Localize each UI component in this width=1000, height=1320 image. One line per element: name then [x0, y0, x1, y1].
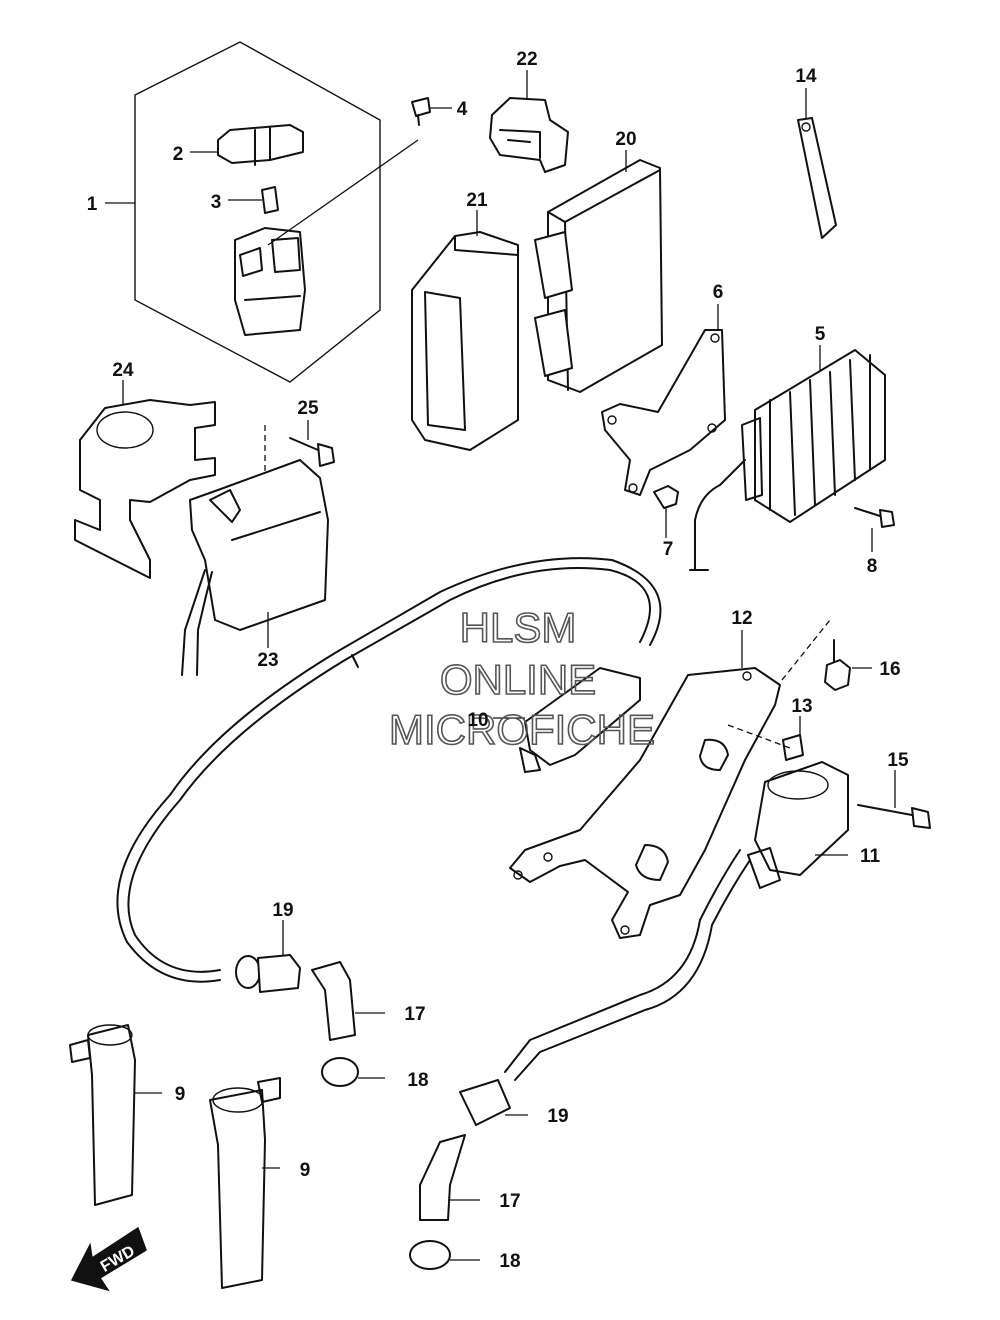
part-21-cover: [411, 210, 519, 451]
fwd-direction-arrow: FWD: [70, 1226, 147, 1292]
part-11-ignition-coil: [504, 761, 849, 1081]
part-7-bolt: [653, 485, 679, 538]
watermark-line3: MICROFICHE: [389, 706, 655, 753]
callout-13: 13: [791, 696, 812, 717]
callout-labels: 1 2 3 4 5 6 7 8 9 9 10 11 12 13 14 15 16…: [87, 49, 909, 1272]
part-12-mounting-plate: [509, 619, 831, 939]
ignition-harness: [116, 557, 662, 983]
callout-3: 3: [211, 192, 222, 213]
callout-24: 24: [112, 360, 134, 381]
callout-1: 1: [87, 194, 98, 215]
part-17-boot-upper: [311, 961, 385, 1041]
part-18-ring-lower: [409, 1240, 480, 1270]
callout-4: 4: [457, 99, 468, 120]
part-8-bolt: [854, 507, 895, 552]
callout-17-upper: 17: [404, 1004, 425, 1025]
callout-19-upper: 19: [272, 900, 293, 921]
callout-15: 15: [887, 750, 909, 771]
part-6-bracket: [601, 304, 726, 496]
callout-9-left: 9: [175, 1084, 186, 1105]
part-15-bolt: [857, 770, 931, 829]
callout-17-lower: 17: [499, 1191, 520, 1212]
callout-22: 22: [516, 49, 537, 70]
watermark-line2: ONLINE: [440, 656, 596, 703]
part-17-boot-lower: [419, 1134, 480, 1221]
callout-6: 6: [713, 282, 724, 303]
callout-12: 12: [731, 608, 752, 629]
watermark-line1: HLSM: [460, 604, 577, 651]
part-18-ring-upper: [321, 1057, 385, 1087]
callout-11: 11: [860, 846, 881, 867]
part-13-spacer: [727, 716, 804, 761]
watermark: HLSM ONLINE MICROFICHE: [388, 603, 656, 754]
callout-8: 8: [867, 556, 878, 577]
part-14-strap: [797, 88, 837, 239]
callout-14: 14: [795, 66, 817, 87]
callout-21: 21: [466, 190, 488, 211]
part-23-module: [181, 459, 329, 676]
relay-assembly-group: [105, 41, 452, 383]
callout-10: 10: [467, 710, 488, 731]
part-5-regulator: [689, 345, 886, 571]
part-22-connector: [489, 70, 569, 173]
part-25-bolt: [264, 420, 335, 500]
callout-20: 20: [615, 129, 636, 150]
part-24-holder: [74, 380, 216, 579]
callout-18-lower: 18: [499, 1251, 520, 1272]
callout-23: 23: [257, 650, 278, 671]
callout-2: 2: [173, 144, 184, 165]
callout-19-lower: 19: [547, 1106, 568, 1127]
part-9-plug-cap-right: [209, 1077, 281, 1289]
callout-25: 25: [297, 398, 319, 419]
part-20-ecm: [534, 150, 663, 393]
part-19-grommet-upper: [235, 920, 301, 993]
part-16-bolt: [824, 639, 872, 691]
part-19-grommet-lower: [459, 1079, 528, 1126]
callout-18-upper: 18: [407, 1070, 428, 1091]
callout-16: 16: [879, 659, 900, 680]
callout-5: 5: [815, 324, 826, 345]
part-9-plug-cap-left: [69, 1024, 162, 1206]
part-10-coil-connector: [493, 667, 641, 773]
callout-7: 7: [663, 539, 674, 560]
callout-9-right: 9: [300, 1160, 311, 1181]
